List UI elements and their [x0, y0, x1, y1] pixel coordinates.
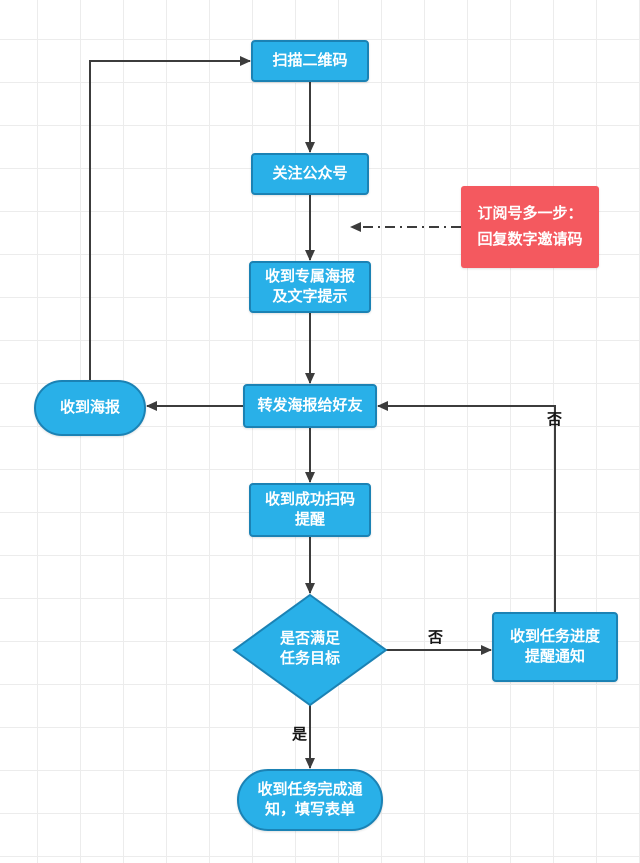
- node-forward-poster: 转发海报给好友: [243, 384, 377, 428]
- edge-receive-poster-loop-to-scan: [89, 56, 251, 380]
- edge-label-no-loop: 否: [547, 411, 563, 428]
- note-subscription-tip: 订阅号多一步： 回复数字邀请码: [461, 186, 599, 268]
- node-goal-decision-label: 是否满足 任务目标: [279, 630, 340, 668]
- node-progress-notice: 收到任务进度 提醒通知: [492, 612, 618, 682]
- decision-diamond: [232, 593, 388, 707]
- node-follow-account: 关注公众号: [251, 153, 369, 195]
- node-complete-notice: 收到任务完成通 知，填写表单: [237, 769, 383, 831]
- edge-label-yes: 是: [292, 726, 308, 743]
- node-scan-success: 收到成功扫码 提醒: [249, 483, 371, 537]
- node-exclusive-poster: 收到专属海报 及文字提示: [249, 261, 371, 313]
- node-receive-poster: 收到海报: [34, 380, 146, 436]
- node-scan-qr: 扫描二维码: [251, 40, 369, 82]
- edge-label-no-to-progress: 否: [428, 629, 444, 646]
- edge-progress-loop-to-forward: [377, 401, 556, 612]
